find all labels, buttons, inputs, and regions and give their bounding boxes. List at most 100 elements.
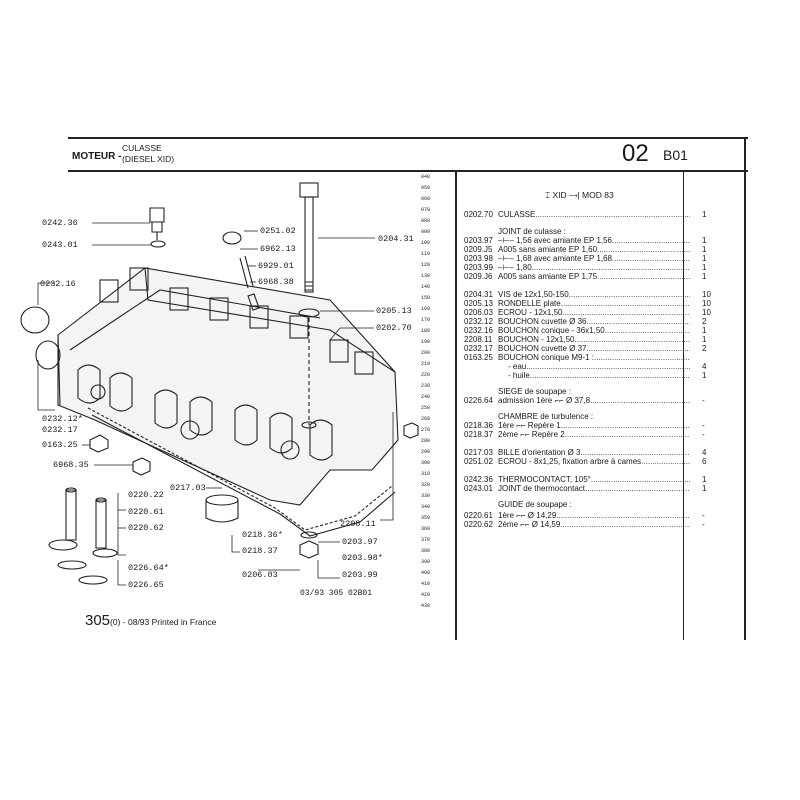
line-number: 400	[421, 570, 431, 576]
dot-leader: ........................................…	[568, 290, 690, 299]
part-qty: 10	[702, 299, 711, 308]
callout-0226-65: 0226.65	[128, 580, 164, 590]
line-number: 270	[421, 427, 431, 433]
callout-0232-17: 0232.17	[42, 425, 78, 435]
part-qty: 1	[702, 245, 707, 254]
section-subcode: B01	[663, 147, 688, 163]
header-underline	[68, 170, 748, 172]
part-description: ECROU - 12x1,50.........................…	[498, 308, 690, 317]
part-description-text: admission 1ère ⌐⌐ Ø 37,8	[498, 396, 591, 405]
dot-leader: ........................................…	[594, 353, 690, 362]
part-qty: 1	[702, 272, 707, 281]
line-number: 370	[421, 537, 431, 543]
line-number: 410	[421, 581, 431, 587]
part-ref: 0242.36	[464, 475, 493, 484]
part-description: - eau...................................…	[508, 362, 690, 371]
part-description: BILLE d'orientation Ø 3.................…	[498, 448, 690, 457]
line-number: 340	[421, 504, 431, 510]
dot-leader: ........................................…	[597, 245, 690, 254]
dot-leader: ........................................…	[556, 511, 690, 520]
part-ref: 0243.01	[464, 484, 493, 493]
dot-leader: ........................................…	[590, 396, 690, 405]
callout-2208-11: 2208.11	[340, 519, 376, 529]
line-number: 300	[421, 460, 431, 466]
line-number: 260	[421, 416, 431, 422]
line-number: 130	[421, 273, 431, 279]
part-description-text: 2ème ⌐⌐ Repère 2	[498, 430, 565, 439]
parts-row: SIEGE de soupape :	[464, 387, 712, 396]
part-ref: 0217.03	[464, 448, 493, 457]
dot-leader: ........................................…	[560, 421, 690, 430]
part-qty: 4	[702, 362, 707, 371]
parts-row: 0203.98–⊢– 1,68 avec amiante EP 1,68....…	[464, 254, 712, 263]
part-description: 1ère ⌐⌐ Ø 14,29.........................…	[498, 511, 690, 520]
part-description-text: VIS de 12x1,50-150	[498, 290, 569, 299]
part-description: JOINT de culasse :	[498, 227, 690, 236]
part-qty: -	[702, 430, 705, 439]
dot-leader: ........................................…	[604, 326, 690, 335]
dot-leader: ........................................…	[597, 272, 690, 281]
part-description: CHAMBRE de turbulence :	[498, 412, 690, 421]
callout-0217-03: 0217.03	[170, 483, 206, 493]
page-footer: 305(0) - 08/93 Printed in France	[85, 612, 216, 629]
callout-0242-36: 0242.36	[42, 218, 78, 228]
part-ref: 0204.31	[464, 290, 493, 299]
callout-6968-38: 6968.38	[258, 277, 294, 287]
line-number: 420	[421, 592, 431, 598]
callout-0251-02: 0251.02	[260, 226, 296, 236]
part-description: VIS de 12x1,50-150......................…	[498, 290, 690, 299]
dot-leader: ........................................…	[586, 317, 690, 326]
part-description-text: JOINT de thermocontact	[498, 484, 585, 493]
part-description-text: BOUCHON cuvette Ø 36	[498, 317, 587, 326]
footer-print-info: (0) - 08/93 Printed in France	[110, 617, 217, 627]
callout-6968-35: 6968.35	[53, 460, 89, 470]
part-qty: -	[702, 511, 705, 520]
part-qty: 1	[702, 371, 707, 380]
dot-leader: ........................................…	[612, 236, 690, 245]
part-qty: -	[702, 421, 705, 430]
part-description-text: BOUCHON cuvette Ø 37	[498, 344, 587, 353]
part-qty: 1	[702, 210, 707, 219]
callout-0220-61: 0220.61	[128, 507, 164, 517]
part-description: RONDELLE plate..........................…	[498, 299, 690, 308]
part-qty: 1	[702, 335, 707, 344]
line-number: 330	[421, 493, 431, 499]
callout-0218-36: 0218.36*	[242, 530, 283, 540]
part-description-text: THERMOCONTACT, 105°	[498, 475, 591, 484]
table-right-divider	[683, 170, 684, 640]
line-number: 050	[421, 185, 431, 191]
part-description-text: SIEGE de soupape :	[498, 387, 571, 396]
part-description: - huile.................................…	[508, 371, 690, 380]
part-description-text: JOINT de culasse :	[498, 227, 566, 236]
section-title: CULASSE (DIESEL XID)	[122, 143, 174, 165]
part-qty: 4	[702, 448, 707, 457]
callout-0163-25: 0163.25	[42, 440, 78, 450]
line-number: 310	[421, 471, 431, 477]
drawing-reference: 03/93 305 02B01	[300, 589, 373, 598]
part-description: –⊢– 1,80................................…	[498, 263, 690, 272]
model-range-line: ⌶ XID ⟶| MOD 83	[545, 190, 614, 200]
part-description: CULASSE.................................…	[498, 210, 690, 219]
part-qty: 10	[702, 308, 711, 317]
callout-0205-13: 0205.13	[376, 306, 412, 316]
part-description-text: BOUCHON conique - 36x1,50	[498, 326, 605, 335]
part-qty: 1	[702, 484, 707, 493]
part-ref: 0203.98	[464, 254, 493, 263]
part-description-text: GUIDE de soupape :	[498, 500, 572, 509]
callout-0203-98: 0203.98*	[342, 553, 383, 563]
line-number: 290	[421, 449, 431, 455]
line-number: 080	[421, 218, 431, 224]
section-code: 02	[622, 140, 649, 167]
line-number: 090	[421, 229, 431, 235]
dot-leader: ........................................…	[560, 299, 690, 308]
part-ref: 0202.70	[464, 210, 493, 219]
part-ref: 0226.64	[464, 396, 493, 405]
